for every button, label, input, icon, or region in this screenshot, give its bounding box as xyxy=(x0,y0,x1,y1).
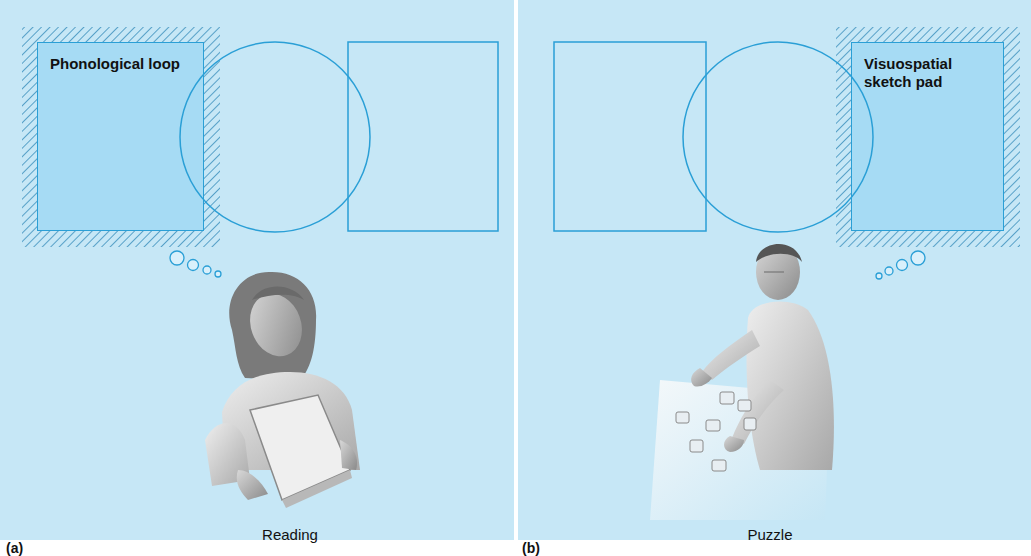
central-circle xyxy=(683,42,873,232)
puzzle-figure xyxy=(650,244,834,520)
panel-letter: (a) xyxy=(6,540,23,556)
panel xyxy=(0,0,514,540)
activity-label: Reading xyxy=(262,526,318,543)
panel-letter: (b) xyxy=(522,540,540,556)
activity-label: Puzzle xyxy=(747,526,792,543)
reading-figure xyxy=(205,272,360,508)
component-name: Phonological loop xyxy=(38,43,203,73)
component-name: Visuospatial sketch pad xyxy=(852,43,1003,91)
highlight-hatch xyxy=(22,27,220,247)
central-circle xyxy=(180,42,370,232)
panel xyxy=(518,0,1031,540)
memory-component-box: Visuospatial sketch pad xyxy=(851,42,1004,231)
box-fill xyxy=(37,42,204,231)
memory-component-box: Phonological loop xyxy=(37,42,204,231)
box-fill xyxy=(851,42,1004,231)
highlight-hatch xyxy=(836,27,1020,247)
